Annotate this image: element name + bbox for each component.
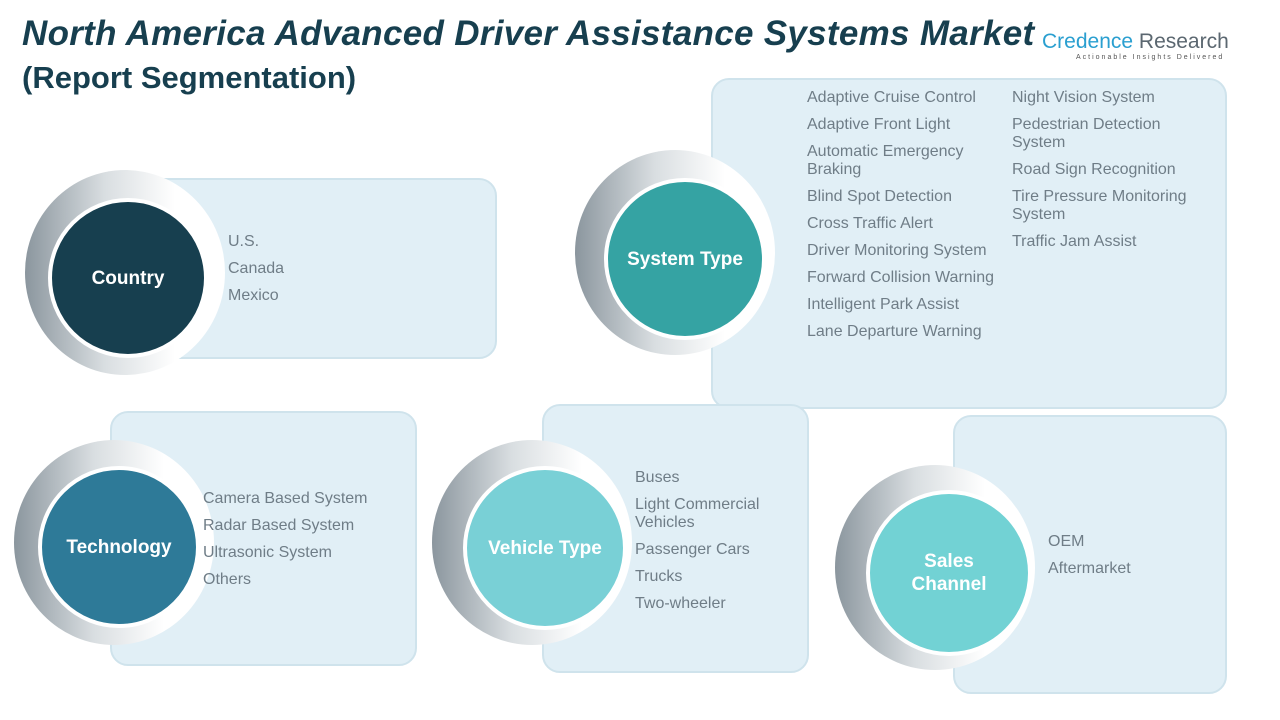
country-circle: Country (48, 198, 208, 358)
segment-item: Radar Based System (203, 517, 355, 534)
segment-item: Ultrasonic System (203, 544, 332, 561)
system-type-card (711, 78, 1227, 409)
vehicle-type-circle: Vehicle Type (463, 466, 627, 630)
segment-item: Adaptive Front Light (807, 116, 951, 133)
segment-item: Night Vision System (1012, 89, 1155, 106)
page-title: North America Advanced Driver Assistance… (22, 14, 1035, 53)
segment-item: Adaptive Cruise Control (807, 89, 976, 106)
segment-item: Trucks (635, 568, 683, 585)
segment-item: Road Sign Recognition (1012, 161, 1176, 178)
technology-circle: Technology (38, 466, 200, 628)
segment-item: Tire Pressure Monitoring System (1012, 188, 1187, 223)
segment-item: Blind Spot Detection (807, 188, 952, 205)
segment-item: Automatic Emergency Braking (807, 143, 964, 178)
segment-item: Canada (228, 260, 285, 277)
sales-channel-circle: Sales Channel (866, 490, 1032, 656)
segment-item: Driver Monitoring System (807, 242, 987, 259)
credence-logo: Credence Research Actionable Insights De… (1042, 30, 1229, 61)
segment-item: Passenger Cars (635, 541, 750, 558)
segment-item: Pedestrian Detection System (1012, 116, 1161, 151)
segment-item: Aftermarket (1048, 560, 1131, 577)
segment-item: U.S. (228, 233, 260, 250)
segment-item: OEM (1048, 533, 1085, 550)
segment-item: Two-wheeler (635, 595, 726, 612)
segment-item: Traffic Jam Assist (1012, 233, 1137, 250)
segment-item: Mexico (228, 287, 279, 304)
segment-item: Buses (635, 469, 680, 486)
segment-item: Others (203, 571, 252, 588)
segment-item: Forward Collision Warning (807, 269, 995, 286)
segment-item: Lane Departure Warning (807, 323, 982, 340)
sales-channel-items: OEM Aftermarket (1048, 533, 1131, 587)
segment-item: Light Commercial Vehicles (635, 496, 760, 531)
segment-item: Intelligent Park Assist (807, 296, 960, 313)
page-subtitle: (Report Segmentation) (22, 60, 357, 95)
system-type-circle: System Type (604, 178, 766, 340)
segment-item: Camera Based System (203, 490, 368, 507)
segment-item: Cross Traffic Alert (807, 215, 933, 232)
